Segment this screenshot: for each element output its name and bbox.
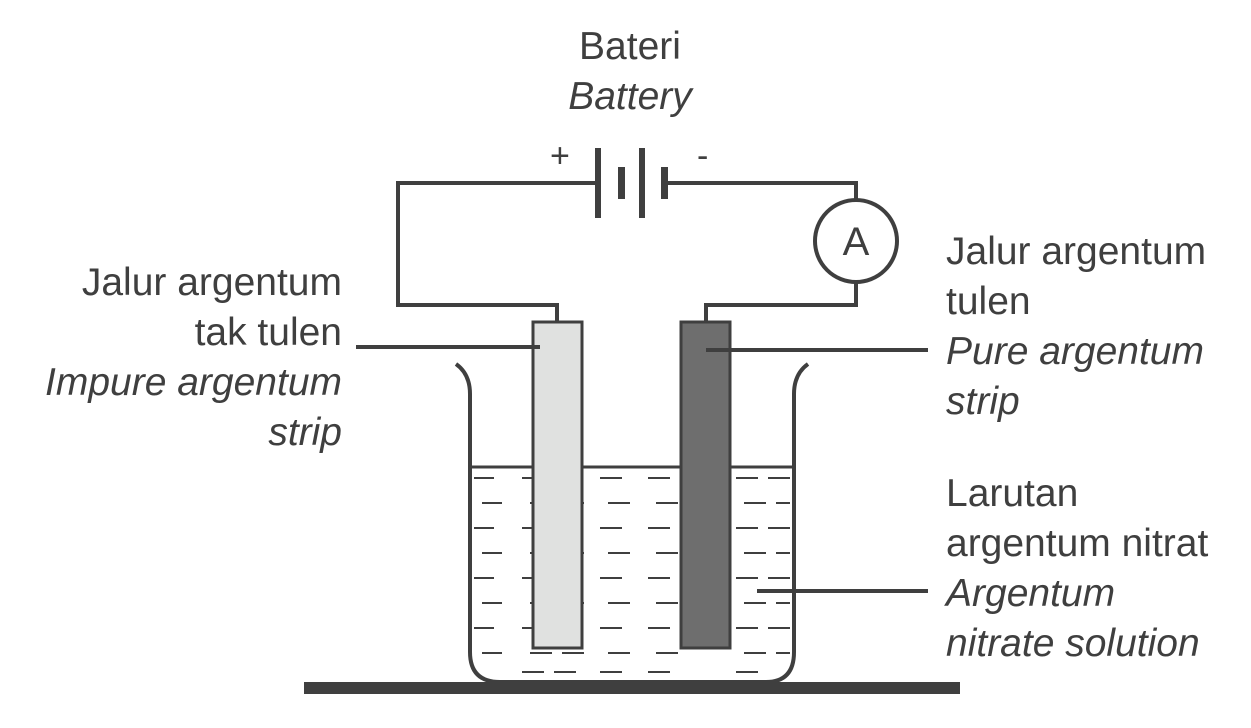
solution-dashes	[474, 477, 790, 673]
ammeter: A	[813, 198, 899, 284]
impure-strip-label-en-2: strip	[268, 411, 342, 454]
battery-symbol	[595, 148, 668, 218]
impure-argentum-strip	[531, 320, 584, 650]
impure-strip-label: Jalur argentum tak tulen Impure argentum…	[10, 258, 342, 458]
solution-label-ms-1: Larutan	[946, 472, 1079, 515]
battery-plate-short-2	[661, 167, 668, 199]
wire-left	[396, 181, 598, 322]
pure-strip-label-ms-2: tulen	[946, 280, 1031, 323]
impure-strip-label-en-1: Impure argentum	[45, 361, 342, 404]
bench	[304, 682, 960, 694]
ammeter-symbol: A	[843, 220, 870, 264]
pure-strip-label-ms-1: Jalur argentum	[946, 230, 1207, 273]
pure-argentum-strip	[679, 320, 732, 650]
beaker	[454, 362, 810, 684]
wire-ammeter-to-pure-strip	[704, 283, 858, 322]
pure-strip-label: Jalur argentum tulen Pure argentum strip	[946, 227, 1246, 427]
wire-right	[665, 181, 858, 199]
battery-plate-short-1	[618, 167, 625, 199]
battery-label-en: Battery	[568, 75, 692, 118]
battery-label-ms: Bateri	[579, 25, 681, 68]
impure-strip-label-ms-2: tak tulen	[194, 311, 342, 354]
solution-label-ms-2: argentum nitrat	[946, 522, 1209, 565]
solution-label-en-2: nitrate solution	[946, 622, 1200, 665]
pure-strip-label-en-1: Pure argentum	[946, 330, 1204, 373]
solution-label-en-1: Argentum	[946, 572, 1116, 615]
battery-label: Bateri Battery	[530, 22, 730, 122]
battery-plate-long-1	[595, 148, 601, 218]
battery-plate-long-2	[639, 148, 645, 218]
solution-label: Larutan argentum nitrat Argentum nitrate…	[946, 469, 1246, 669]
battery-positive-sign: +	[550, 137, 570, 175]
battery-negative-sign: -	[697, 137, 709, 175]
ammeter-circle	[813, 198, 899, 284]
impure-strip-label-ms-1: Jalur argentum	[81, 261, 342, 304]
pure-strip-label-en-2: strip	[946, 380, 1020, 423]
